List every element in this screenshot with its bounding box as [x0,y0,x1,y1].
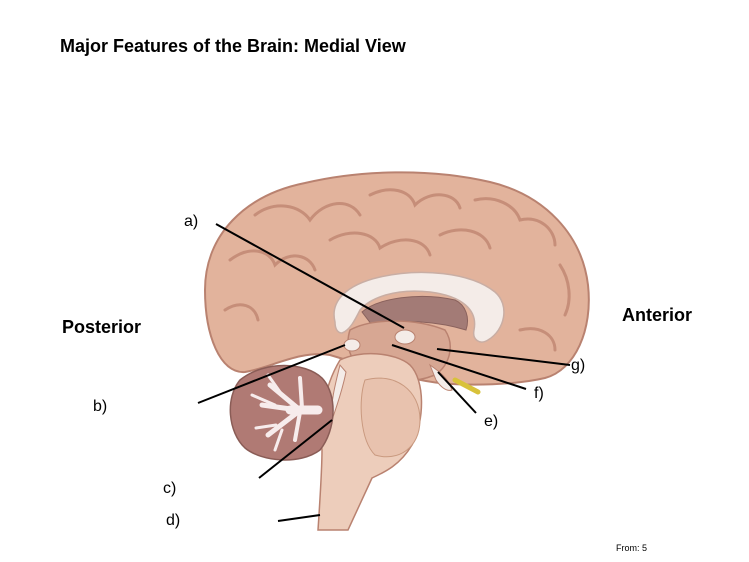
intermediate-mass [395,330,415,344]
label-c: c) [163,480,176,498]
label-f: f) [534,385,544,403]
label-e: e) [484,413,498,431]
label-a: a) [184,213,198,231]
source-note: From: 5 [616,543,647,553]
leader-line-d [278,515,320,521]
label-g: g) [571,357,585,375]
label-d: d) [166,512,180,530]
pineal-gland [344,339,360,351]
label-b: b) [93,398,107,416]
